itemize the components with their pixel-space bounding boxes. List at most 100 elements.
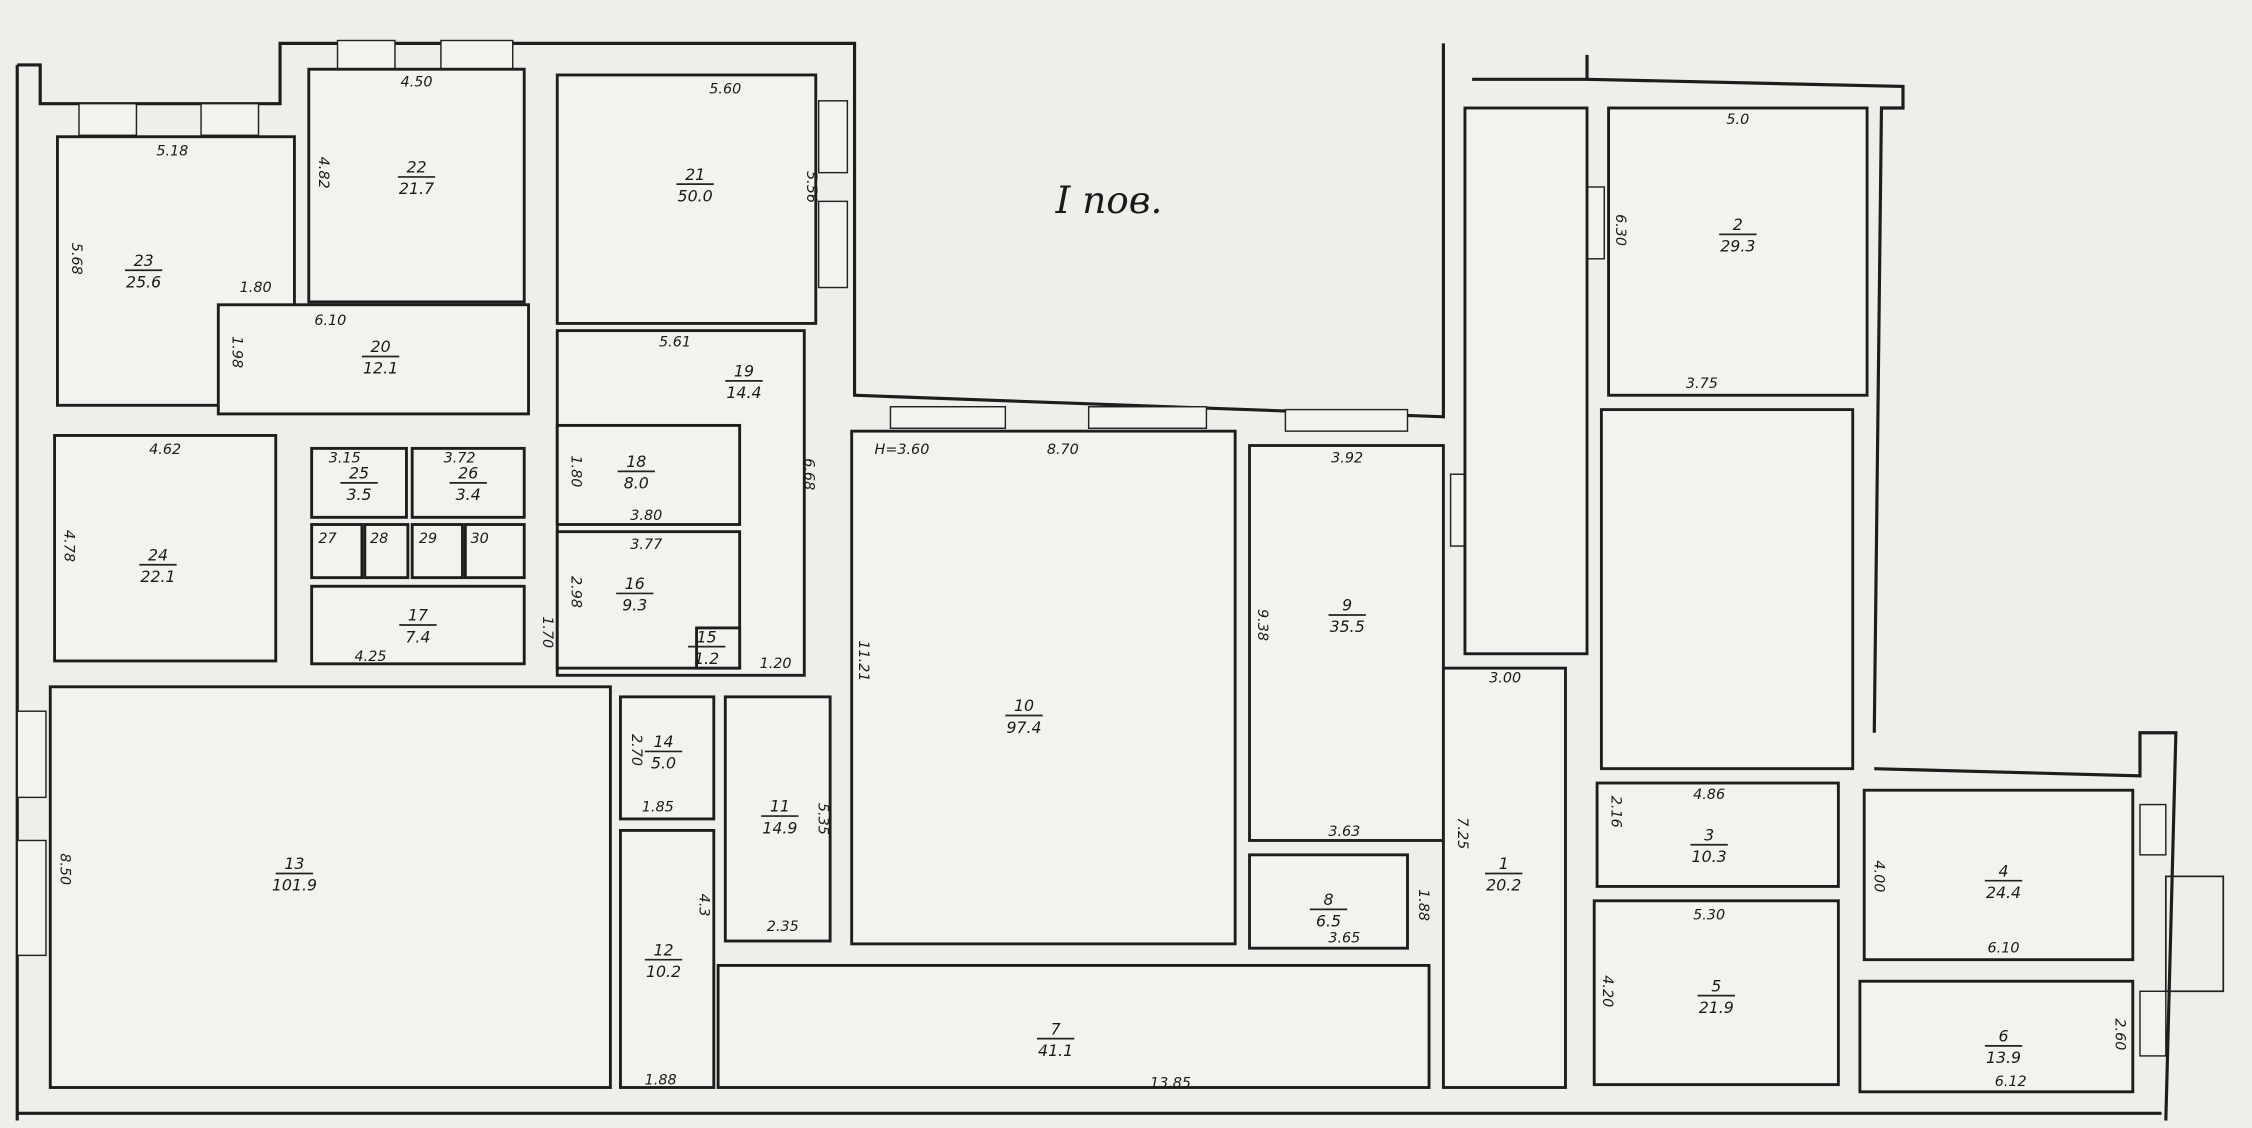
dimension-label: 4.82 bbox=[315, 157, 331, 189]
room-9-label: 935.5 bbox=[1328, 596, 1366, 636]
dimension-label: H=3.60 bbox=[875, 442, 930, 458]
floor-title: I пов. bbox=[1055, 178, 1163, 222]
dimension-label: 1.20 bbox=[760, 656, 792, 672]
unlabeled-space bbox=[363, 523, 410, 580]
room-outlines bbox=[48, 67, 2135, 1094]
room-20-label: 20 12.1 bbox=[361, 337, 400, 378]
room-area: 21.9 bbox=[1699, 998, 1734, 1017]
room-10-label: 10 97.4 bbox=[1005, 696, 1043, 737]
dimension-label: 1.88 bbox=[645, 1073, 677, 1089]
room-area: 10.2 bbox=[646, 962, 681, 981]
room-number: 3 bbox=[1704, 825, 1714, 844]
dimension-label: 2.60 bbox=[2112, 1018, 2128, 1050]
unlabeled-space bbox=[410, 523, 464, 580]
room-3-label: 310.3 bbox=[1690, 825, 1728, 866]
room-22-outline bbox=[307, 67, 526, 304]
room-4-label: 424.4 bbox=[1984, 861, 2023, 902]
room-number: 25 bbox=[349, 464, 369, 483]
dimension-label: 1.80 bbox=[240, 280, 272, 296]
room-area: 13.9 bbox=[1986, 1048, 2021, 1067]
room-4-outline bbox=[1862, 788, 2135, 962]
room-number: 22 bbox=[406, 158, 426, 177]
room-number: 7 bbox=[1051, 1019, 1061, 1038]
dimension-label: 4.78 bbox=[61, 530, 77, 562]
room-number: 4 bbox=[1999, 861, 2009, 880]
room-3-outline bbox=[1595, 781, 1840, 888]
room-area: 12.1 bbox=[363, 359, 398, 378]
room-9-outline bbox=[1248, 444, 1445, 842]
room-22-label: 22 21.7 bbox=[397, 158, 436, 198]
dimension-label: 7.25 bbox=[1454, 817, 1470, 849]
room-25-label: 253.5 bbox=[340, 464, 378, 504]
room-number: 11 bbox=[770, 797, 790, 816]
room-area: 3.4 bbox=[456, 485, 481, 504]
room-number: 8 bbox=[1323, 890, 1333, 909]
room-11-outline bbox=[723, 695, 832, 943]
room-5-label: 521.9 bbox=[1697, 976, 1735, 1017]
room-area: 20.2 bbox=[1486, 876, 1521, 895]
dimension-label: 3.72 bbox=[444, 451, 476, 467]
unlabeled-space bbox=[1463, 106, 1589, 656]
dimension-label: 4.25 bbox=[355, 649, 387, 665]
room-area: 9.3 bbox=[622, 596, 647, 615]
dimension-label: 3.00 bbox=[1489, 670, 1521, 686]
dimension-label: 1.88 bbox=[1415, 889, 1431, 921]
room-14-outline bbox=[619, 695, 716, 821]
room-area: 97.4 bbox=[1006, 718, 1041, 737]
room-number: 1 bbox=[1499, 854, 1509, 873]
room-26-label: 263.4 bbox=[449, 464, 487, 504]
dimension-label: 3.80 bbox=[630, 508, 662, 524]
dimension-label: 2.98 bbox=[568, 576, 584, 608]
room-7-label: 741.1 bbox=[1036, 1019, 1075, 1060]
room-14-label: 145.0 bbox=[644, 732, 683, 773]
room-number: 24 bbox=[148, 545, 168, 564]
dimension-label: 3.92 bbox=[1331, 451, 1363, 467]
dimension-label: 1.98 bbox=[229, 336, 245, 368]
dimension-label: 5.30 bbox=[1693, 907, 1725, 923]
dimension-label: 5.68 bbox=[68, 243, 84, 275]
room-8-outline bbox=[1248, 853, 1409, 950]
dimension-label: 5.0 bbox=[1726, 112, 1749, 128]
room-area: 35.5 bbox=[1330, 617, 1365, 636]
dimension-label: 5.35 bbox=[815, 803, 831, 835]
room-number: 5 bbox=[1711, 976, 1721, 995]
dimension-label: 13.85 bbox=[1150, 1076, 1191, 1092]
room-area: 50.0 bbox=[678, 186, 713, 205]
room-area: 8.0 bbox=[624, 474, 649, 493]
unlabeled-space bbox=[463, 523, 526, 580]
wc-number: 27 bbox=[318, 531, 336, 547]
room-number: 10 bbox=[1014, 696, 1034, 715]
room-number: 26 bbox=[458, 464, 478, 483]
room-number: 6 bbox=[1999, 1027, 2009, 1046]
room-number: 20 bbox=[371, 337, 391, 356]
dimension-label: 2.16 bbox=[1607, 796, 1623, 828]
dimension-label: 1.70 bbox=[539, 616, 555, 648]
room-1-label: 120.2 bbox=[1485, 854, 1523, 895]
wc-number: 29 bbox=[419, 531, 437, 547]
dimension-label: 1.85 bbox=[642, 800, 674, 816]
dimension-label: 4.3 bbox=[695, 894, 711, 917]
dimension-label: 6.68 bbox=[800, 458, 816, 490]
dimension-label: 4.50 bbox=[401, 74, 433, 90]
room-area: 29.3 bbox=[1720, 237, 1755, 256]
dimension-label: 8.50 bbox=[56, 853, 72, 885]
dimension-label: 4.00 bbox=[1870, 860, 1886, 892]
room-number: 13 bbox=[284, 854, 304, 873]
room-area: 14.9 bbox=[762, 818, 797, 837]
room-number: 21 bbox=[685, 165, 705, 184]
dimension-label: 2.70 bbox=[628, 734, 644, 766]
exterior-walls bbox=[15, 39, 2225, 1121]
dimension-label: 11.21 bbox=[855, 640, 871, 681]
wc-number: 28 bbox=[370, 531, 388, 547]
room-number: 15 bbox=[697, 627, 717, 646]
room-area: 25.6 bbox=[126, 273, 161, 292]
dimension-label: 4.62 bbox=[149, 442, 181, 458]
dimension-label: 1.80 bbox=[568, 455, 584, 487]
room-area: 21.7 bbox=[399, 179, 434, 198]
dimension-label: 3.65 bbox=[1328, 930, 1360, 946]
wc-number: 30 bbox=[471, 531, 489, 547]
dimension-label: 2.35 bbox=[767, 919, 799, 935]
